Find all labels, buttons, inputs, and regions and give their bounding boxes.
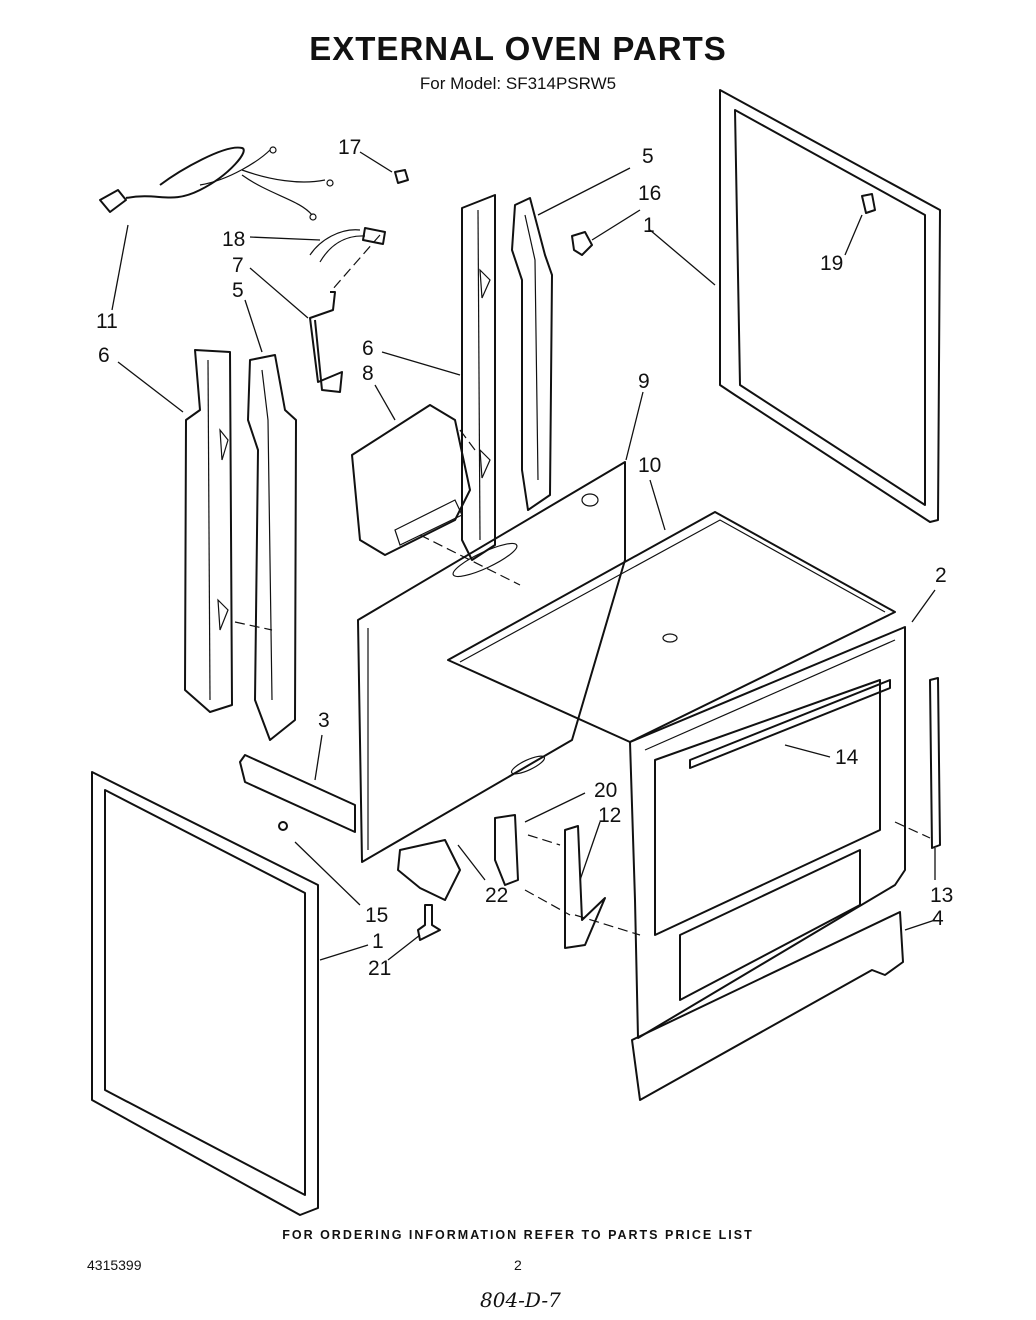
callout-5-left: 5 (232, 279, 244, 302)
callout-1-right: 1 (643, 214, 655, 237)
callout-8: 8 (362, 362, 374, 385)
document-number: 4315399 (87, 1257, 142, 1273)
bracket-part-7 (309, 291, 343, 393)
trim-strip-part-14 (689, 679, 891, 769)
callout-19: 19 (820, 252, 843, 275)
side-panel-left-part (91, 771, 319, 1216)
alignment-line (574, 914, 641, 936)
callout-16: 16 (638, 182, 661, 205)
callout-1-left: 1 (372, 930, 384, 953)
page-title: EXTERNAL OVEN PARTS (309, 30, 727, 67)
clip-part-17 (394, 169, 409, 184)
bracket-part-12 (564, 825, 606, 949)
screw-part-21 (417, 904, 441, 941)
callout-10: 10 (638, 454, 661, 477)
alignment-line (894, 821, 931, 839)
side-panel-right-part (719, 89, 941, 523)
leader-lines (111, 151, 936, 961)
callout-7: 7 (232, 254, 244, 277)
callout-21: 21 (368, 957, 391, 980)
alignment-line (459, 429, 476, 451)
callout-11: 11 (96, 310, 118, 333)
callout-20: 20 (594, 779, 617, 802)
callout-5-right: 5 (642, 145, 654, 168)
side-trim-part-13 (929, 677, 941, 849)
callout-2: 2 (935, 564, 947, 587)
ordering-info-note: FOR ORDERING INFORMATION REFER TO PARTS … (282, 1228, 754, 1242)
callout-6-right: 6 (362, 337, 374, 360)
callout-6-left: 6 (98, 344, 110, 367)
back-panel-part (357, 461, 626, 863)
wire-harness-part (309, 227, 386, 263)
clip-part-16 (571, 231, 593, 256)
callout-13: 13 (930, 884, 953, 907)
callout-15: 15 (365, 904, 388, 927)
alignment-line (331, 234, 381, 291)
clip-part-19 (861, 193, 876, 214)
callout-18: 18 (222, 228, 245, 251)
kickplate-part (631, 911, 904, 1101)
alignment-line (234, 621, 273, 631)
callout-3: 3 (318, 709, 330, 732)
side-rail-left-part (184, 349, 233, 713)
alignment-line (527, 834, 561, 846)
callout-9: 9 (638, 370, 650, 393)
bracket-part-3 (239, 754, 356, 833)
power-cord-part (99, 146, 334, 221)
top-panel-part (447, 511, 896, 743)
vent-duct-part (351, 404, 471, 556)
callout-14: 14 (835, 746, 859, 769)
bracket-part-22 (397, 839, 461, 901)
channel-left-part (247, 354, 297, 741)
callout-17: 17 (338, 136, 361, 159)
alignment-line (419, 534, 521, 586)
alignment-line (524, 889, 571, 916)
page-number: 2 (514, 1257, 522, 1273)
channel-right-part (511, 197, 553, 511)
front-frame-part (629, 626, 906, 1039)
handwritten-code: 804-D-7 (480, 1288, 561, 1312)
fastener-part-15 (278, 821, 288, 831)
callout-22: 22 (485, 884, 508, 907)
side-rail-right-part (461, 194, 496, 561)
model-subtitle: For Model: SF314PSRW5 (419, 74, 617, 93)
callout-4: 4 (932, 907, 944, 930)
bracket-part-20 (494, 814, 519, 886)
callout-12: 12 (598, 804, 621, 827)
